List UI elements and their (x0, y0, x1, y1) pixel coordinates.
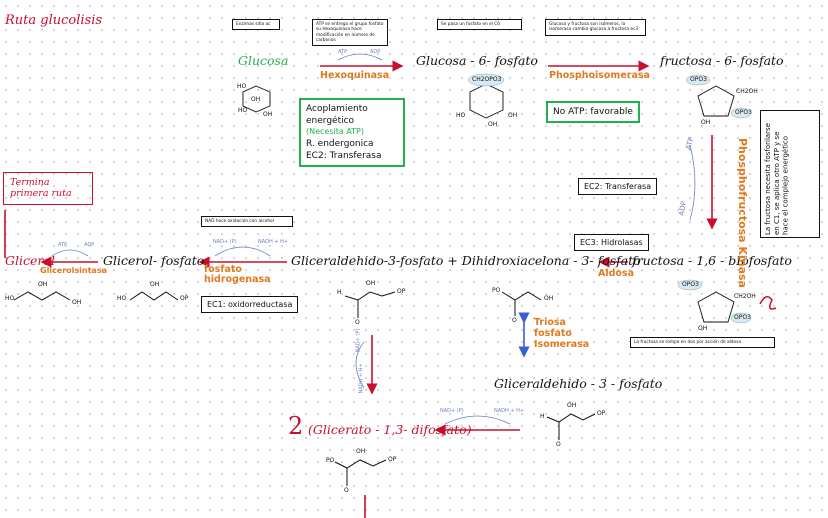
dhap-o: O (512, 317, 517, 324)
f16bp-ring (697, 291, 735, 323)
gald-skeleton (344, 291, 396, 301)
glicerolfosfato-oh: OH (150, 281, 160, 288)
gald-oh: OH (366, 280, 376, 287)
enzyme-phosphoisomerasa: Phosphoisomerasa (549, 70, 650, 81)
glicerato-po: PO (326, 457, 335, 464)
enzyme-g3pdh: fosfato hidrogenasa (204, 264, 271, 286)
compound-f6p: fructosa - 6- fosfato (660, 53, 784, 68)
f16bp-opo3: OPO3 (682, 281, 699, 288)
cofactor-atp-1: ATP (338, 49, 348, 55)
cofactor-nad-3: NAD+ (P) (440, 408, 464, 414)
g6p-ring (469, 83, 504, 119)
g3p-op: OP (597, 410, 606, 417)
f6p-oh: OH (701, 119, 711, 126)
note-isomeros: Glucosa y fructosa son isómeros, la isom… (545, 19, 646, 36)
red-squiggle (759, 296, 777, 310)
compound-glicerol: Glicerol (5, 253, 55, 268)
note-fosfato-c6: Se pasa un fosfato en el C6 (437, 19, 522, 31)
f16bp-ch2oh: CH2OH (734, 293, 756, 300)
cofactor-nadh-2: NADH + H+ (358, 363, 365, 394)
f6p-opo3-2: OPO3 (735, 109, 752, 116)
glucose-oh-2: OH (263, 111, 273, 118)
g3p-h: H (540, 413, 545, 420)
g3p-o: O (556, 441, 561, 448)
box-ec1: EC1: oxidorreductasa (201, 296, 299, 313)
enzyme-gliceralsintasa: Glicerolsintasa (40, 266, 107, 275)
g6p-oh: OH (488, 121, 498, 128)
glicerolfosfato-op: OP (180, 295, 189, 302)
glicerato-op: OP (388, 456, 397, 463)
gald-h: H (337, 289, 342, 296)
glicerato-skeleton (334, 459, 387, 469)
note-aldosa: La fructosa se rompe en dos por acción d… (630, 337, 775, 349)
cofactor-atp-3: ATP (58, 242, 68, 248)
f6p-opo3: OPO3 (690, 76, 707, 83)
glicerol-oh-2: OH (72, 299, 82, 306)
curve-atp-hexoquinasa (337, 53, 383, 61)
step-number: 2 (288, 412, 304, 440)
f6p-ring (697, 85, 735, 117)
note-hexoquinasa: ATP se entrega el grupo fosfato su Hexoq… (312, 19, 388, 47)
page-title: Ruta glucolisis (5, 13, 103, 28)
g6p-ho: HO (456, 112, 466, 119)
curve-atp-pfk (689, 144, 696, 221)
g3p-oh: OH (567, 402, 577, 409)
enzyme-aldosa: Aldosa (598, 268, 635, 279)
enzyme-triosa: Triosa fosfato Isomerasa (534, 317, 590, 350)
f16bp-oh: OH (698, 325, 708, 332)
glicerol-oh: OH (38, 281, 48, 288)
dhap-oh: OH (544, 295, 554, 302)
glicerol-ho: HO (5, 295, 15, 302)
glicerol-skeleton (13, 291, 71, 301)
glucose-ho-2: HO (238, 107, 248, 114)
compound-glicerol-fosfato: Glicerol- fosfato (103, 253, 205, 268)
g6p-ch2opo3: CH2OPO3 (472, 76, 502, 83)
box-ec3: EC3: Hidrolasas (574, 234, 649, 251)
gald-op: OP (397, 288, 406, 295)
cofactor-adp-1: ADP (370, 49, 381, 55)
note-enzimas: Enzimas sitio ac (232, 19, 280, 31)
compound-glucosa: Glucosa (238, 53, 289, 68)
g3p-skeleton (546, 413, 596, 423)
glicerato-oh: OH (356, 448, 366, 455)
box-ec2: EC2: Transferasa (578, 178, 658, 195)
curve-atp-glicerol (51, 249, 89, 257)
g6p-oh-2: OH (508, 112, 518, 119)
glucose-ho: HO (237, 83, 247, 90)
box-termina-ruta: Termina primera ruta (3, 172, 93, 205)
box-no-atp: No ATP: favorable (546, 101, 640, 124)
box-acoplamiento: Acoplamiento energético (Necesita ATP) R… (299, 98, 405, 168)
compound-g6p: Glucosa - 6- fosfato (416, 53, 538, 68)
glicerolfosfato-ho: HO (117, 295, 127, 302)
f6p-ch2oh: CH2OH (736, 88, 758, 95)
f16bp-opo3-2: OPO3 (734, 314, 751, 321)
curve-nad-down (355, 341, 365, 389)
compound-glicerato: (Glicerato - 1,3- difosfato) (308, 422, 472, 437)
glicerato-o: O (344, 487, 349, 494)
cofactor-nad-2: NAD+ (P) (355, 328, 362, 353)
gald-o: O (355, 319, 360, 326)
compound-f16bp: fructosa - 1,6 - bIofosfato (632, 253, 792, 268)
cofactor-adp-3: ADP (84, 242, 95, 248)
cofactor-nad-1: NAD+ (P) (213, 239, 237, 245)
cofactor-nadh-3: NADH + H+ (494, 408, 525, 414)
dhap-po: PO (492, 287, 501, 294)
cofactor-nadh-1: NADH + H+ (258, 239, 289, 245)
note-nad: NAD hace oxidación con alcohol (201, 216, 293, 228)
glucose-ring (242, 85, 271, 113)
dhap-skeleton (501, 291, 542, 301)
curve-nad-glicerolfosfato (214, 246, 271, 257)
glucose-oh: OH (251, 96, 261, 103)
curve-nad-glicerato (444, 415, 511, 425)
enzyme-hexoquinasa: Hexoquinasa (320, 70, 390, 81)
glicerolfosfato-skeleton (129, 291, 179, 301)
side-note-fructosa: La fructosa necesita fosforilarse en C1,… (760, 110, 820, 238)
compound-gald-dhap: Gliceraldehido-3-fosfato + Dihidroxiacel… (291, 253, 641, 268)
compound-g3p: Gliceraldehido - 3 - fosfato (494, 376, 663, 391)
enzyme-pfk: Phosphofructosa Kinasa (736, 138, 749, 288)
